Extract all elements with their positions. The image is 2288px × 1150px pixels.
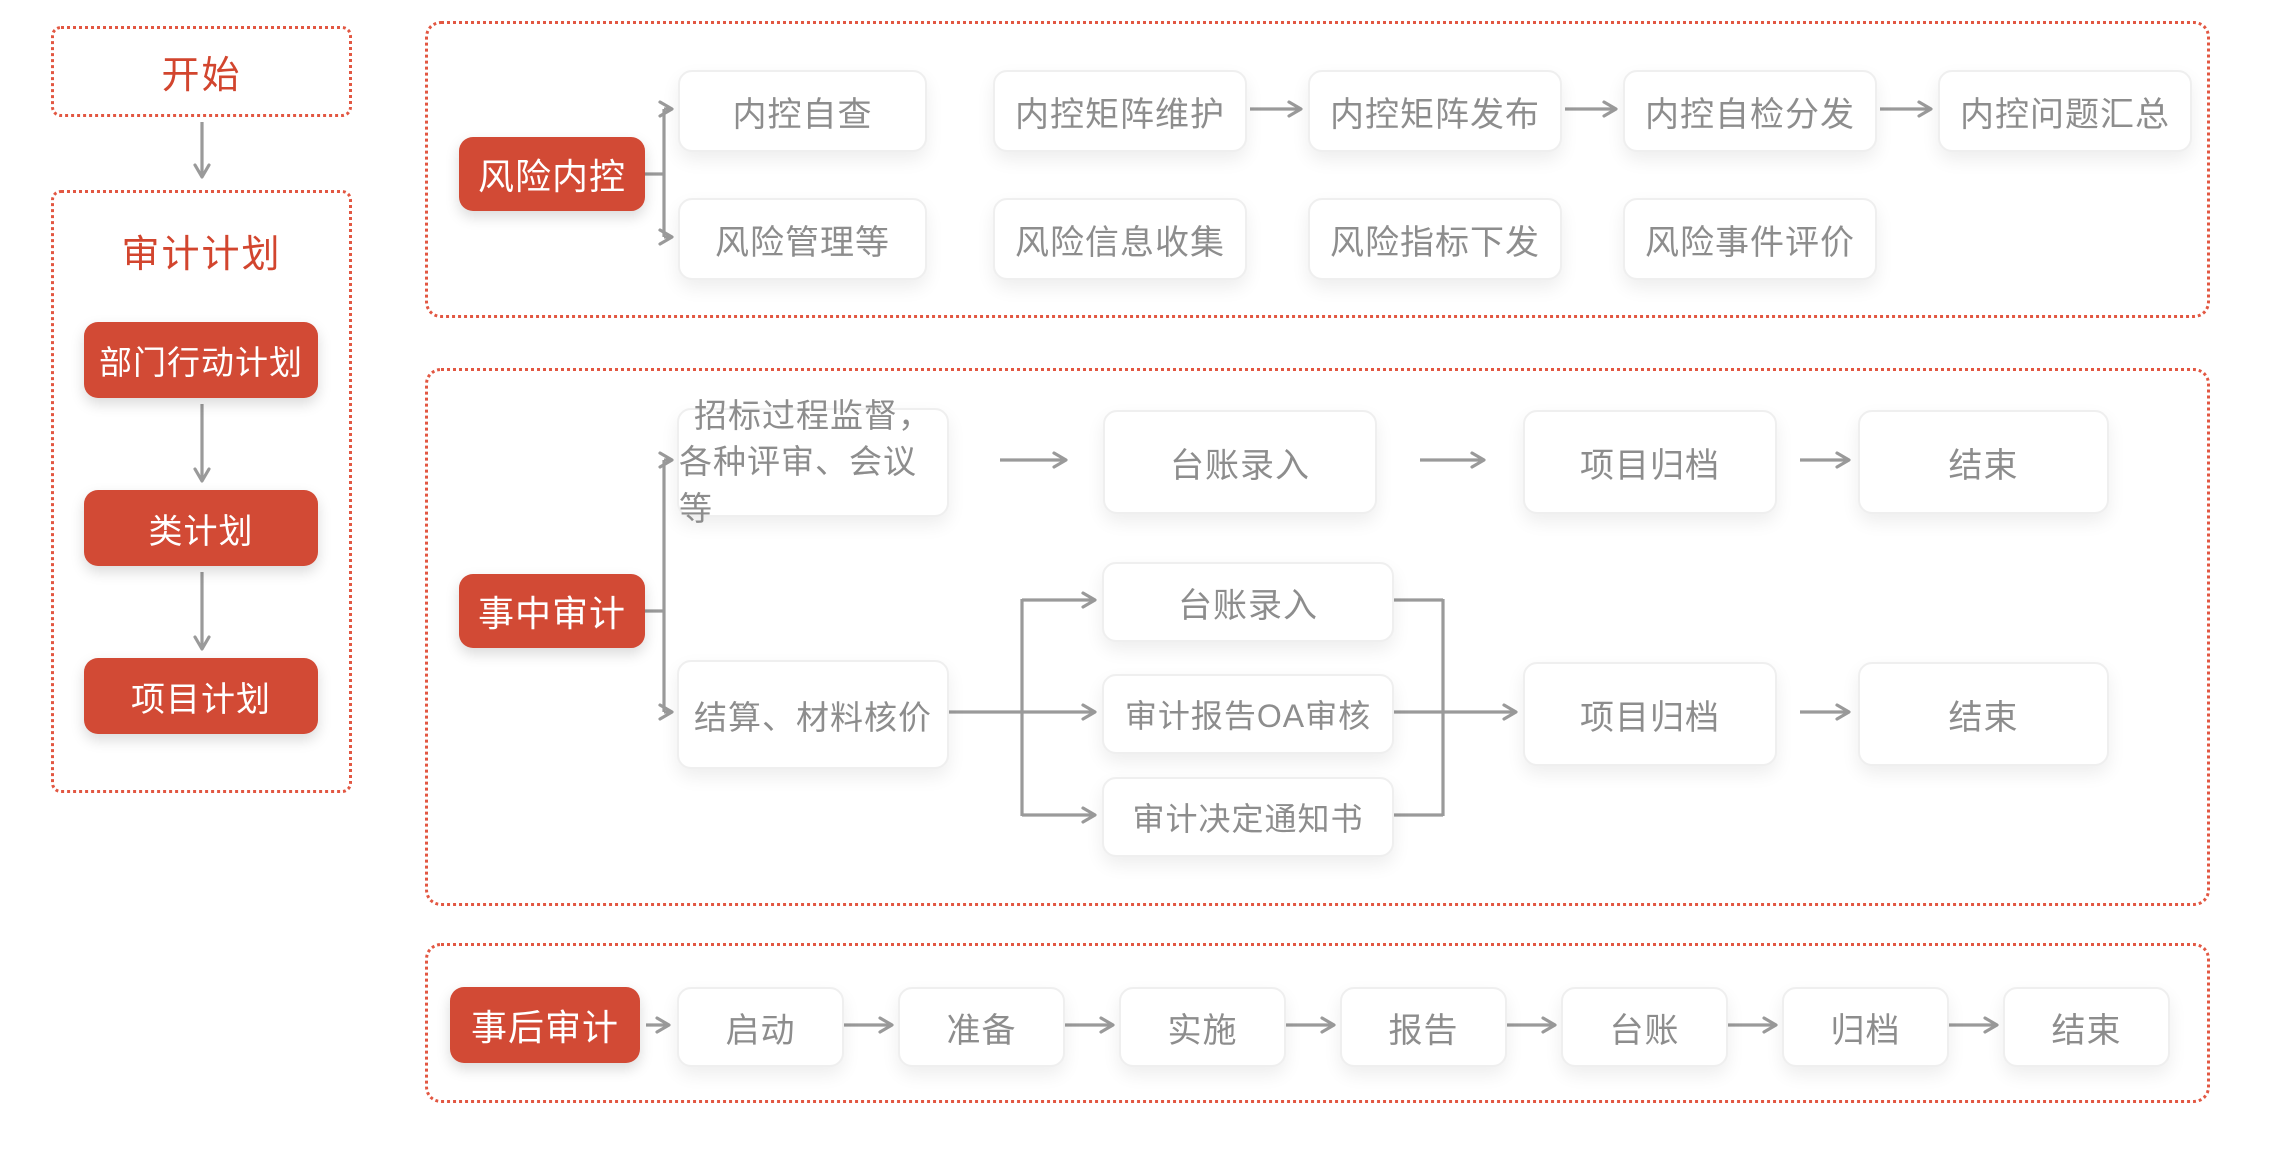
node-risk-control-root: 风险内控 <box>459 137 645 211</box>
node-project-archive-top: 项目归档 <box>1523 410 1777 514</box>
node-control-matrix-publish: 内控矩阵发布 <box>1308 70 1562 152</box>
node-ledger-entry-top: 台账录入 <box>1103 410 1377 514</box>
node-ledger-entry-mid: 台账录入 <box>1102 562 1394 642</box>
node-post-audit-root: 事后审计 <box>450 987 640 1063</box>
node-risk-indicator-issue: 风险指标下发 <box>1308 198 1562 280</box>
node-post-step-launch: 启动 <box>677 987 844 1067</box>
node-self-check-distribute: 内控自检分发 <box>1623 70 1877 152</box>
node-end-bottom: 结束 <box>1858 662 2109 766</box>
node-internal-control-self-check: 内控自查 <box>678 70 927 152</box>
bid-supervision-line2: 各种评审、会议等 <box>679 443 917 527</box>
node-audit-decision-notice: 审计决定通知书 <box>1102 777 1394 857</box>
node-post-step-end: 结束 <box>2003 987 2170 1067</box>
node-post-step-report: 报告 <box>1340 987 1507 1067</box>
bid-supervision-line1: 招标过程监督， <box>694 397 932 435</box>
node-bid-supervision: 招标过程监督， 各种评审、会议等 <box>677 397 949 527</box>
node-end-top: 结束 <box>1858 410 2109 514</box>
node-post-step-ledger: 台账 <box>1561 987 1728 1067</box>
node-post-step-archive: 归档 <box>1782 987 1949 1067</box>
node-in-process-root: 事中审计 <box>459 574 645 648</box>
node-oa-review: 审计报告OA审核 <box>1102 674 1394 754</box>
connectors <box>193 100 1999 1034</box>
node-class-plan: 类计划 <box>84 490 318 566</box>
node-risk-management: 风险管理等 <box>678 198 927 280</box>
start-node-label: 开始 <box>161 55 242 97</box>
node-risk-info-collect: 风险信息收集 <box>993 198 1247 280</box>
node-risk-event-evaluate: 风险事件评价 <box>1623 198 1877 280</box>
panel-risk-control <box>425 21 2210 318</box>
audit-plan-title: 审计计划 <box>121 233 282 276</box>
node-post-step-prepare: 准备 <box>898 987 1065 1067</box>
node-settlement-pricing: 结算、材料核价 <box>677 660 949 769</box>
node-project-archive-bottom: 项目归档 <box>1523 662 1777 766</box>
node-project-plan: 项目计划 <box>84 658 318 734</box>
node-dept-action-plan: 部门行动计划 <box>84 322 318 398</box>
panel-audit-plan <box>51 190 352 793</box>
node-post-step-implement: 实施 <box>1119 987 1286 1067</box>
panel-post-audit <box>425 943 2210 1103</box>
start-node-border <box>51 26 352 117</box>
panel-in-process-audit <box>425 368 2210 906</box>
node-control-issue-summary: 内控问题汇总 <box>1938 70 2192 152</box>
node-control-matrix-maintain: 内控矩阵维护 <box>993 70 1247 152</box>
